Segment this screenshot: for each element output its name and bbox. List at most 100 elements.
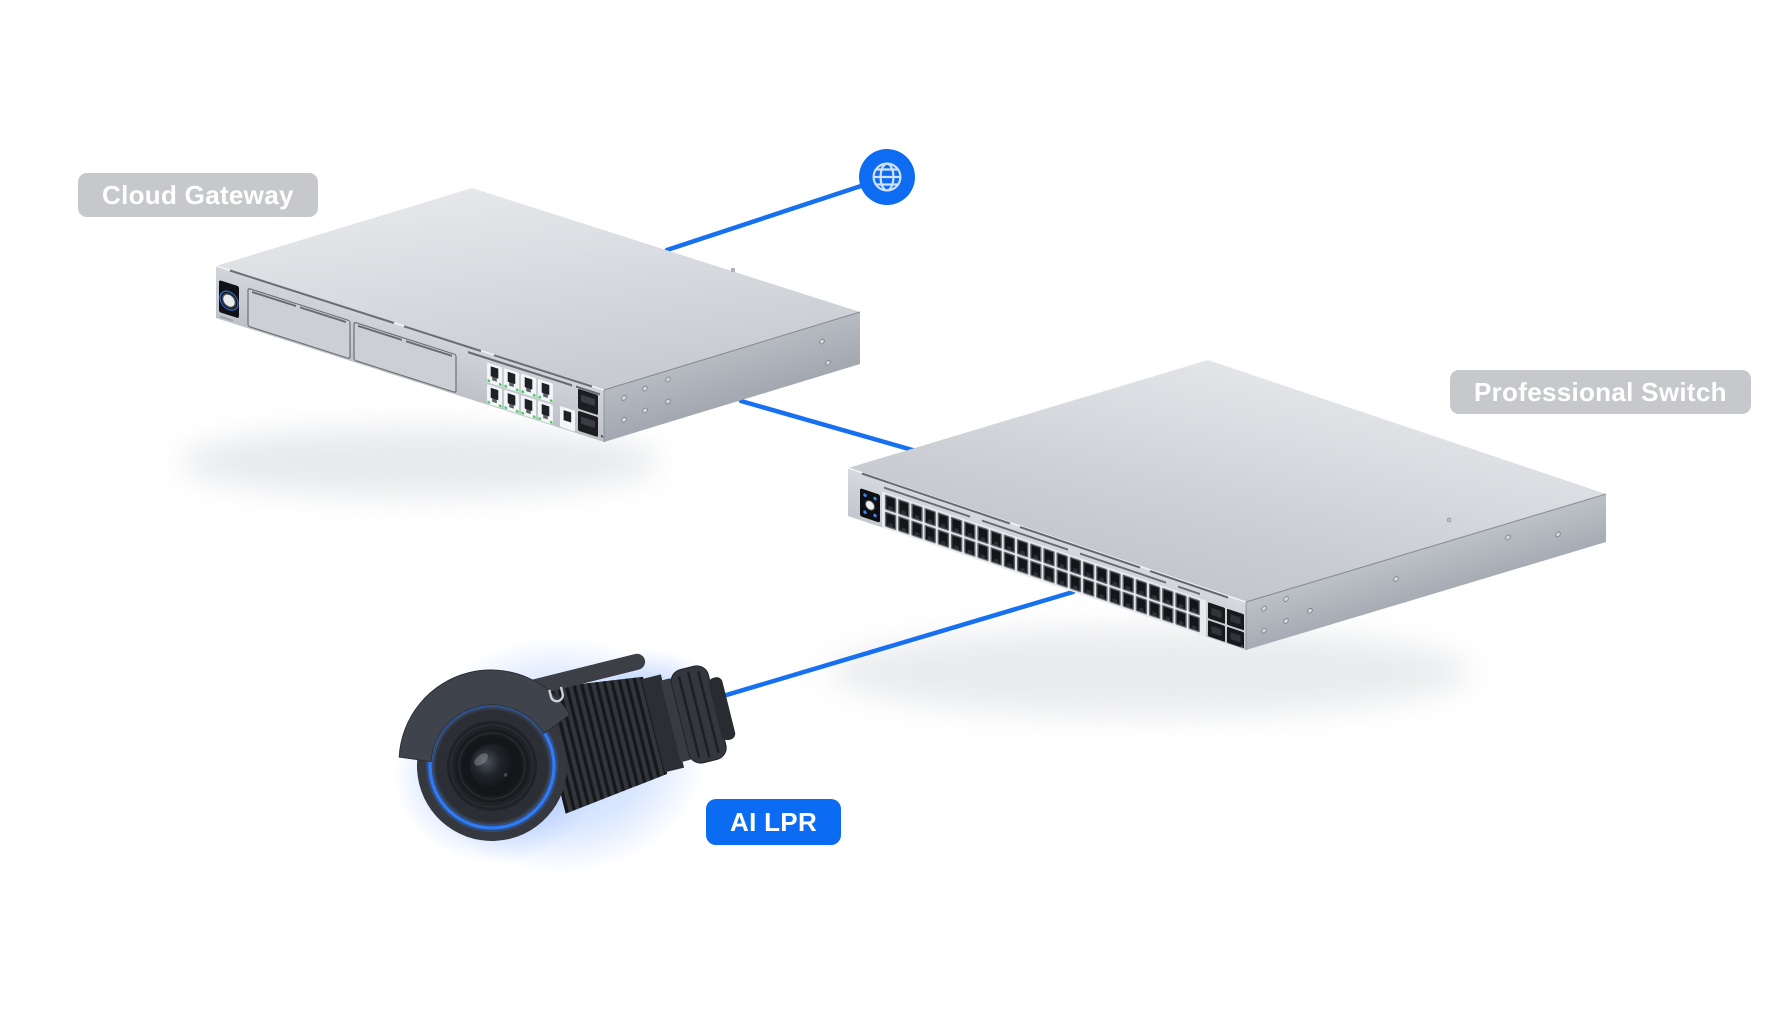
sfp-slot bbox=[1211, 625, 1222, 637]
lens-glint bbox=[503, 773, 508, 777]
reset-pinhole bbox=[1240, 645, 1244, 648]
sfp-slot bbox=[581, 416, 595, 429]
lens-ring-line bbox=[458, 732, 526, 800]
switch-front-face bbox=[848, 468, 1246, 651]
drive-bay-groove bbox=[358, 324, 402, 341]
vent-groove bbox=[884, 486, 1200, 596]
switch-side-screws bbox=[1261, 531, 1561, 634]
screw-hole bbox=[1261, 605, 1267, 612]
vent-groove bbox=[1149, 570, 1229, 599]
screw-hole bbox=[1283, 618, 1289, 624]
reset-pinhole bbox=[600, 435, 604, 438]
gateway-top-grooves bbox=[229, 269, 593, 388]
sfp-slot bbox=[581, 394, 595, 407]
screw-hole bbox=[665, 398, 671, 405]
vent-groove bbox=[229, 269, 395, 324]
sfp-slot bbox=[1230, 614, 1241, 625]
switch-side-face bbox=[1246, 493, 1606, 650]
drive-bay-groove bbox=[300, 306, 346, 324]
nut-notch bbox=[697, 670, 720, 754]
screw-hole bbox=[1505, 534, 1511, 541]
vent-groove bbox=[576, 385, 600, 396]
screw-hole bbox=[1261, 627, 1267, 634]
vent-groove bbox=[468, 351, 572, 387]
screw-hole bbox=[642, 407, 648, 414]
camera-body bbox=[398, 653, 736, 841]
screw-hole bbox=[1555, 531, 1561, 538]
device-shadows bbox=[180, 428, 1470, 716]
camera-lens-glass bbox=[470, 744, 514, 788]
screw-hole bbox=[825, 359, 831, 366]
gateway-display-ring bbox=[219, 290, 239, 311]
ai-lpr-camera-device bbox=[360, 597, 755, 913]
switch-display-button bbox=[865, 500, 875, 511]
camera-mount-tip bbox=[708, 677, 736, 741]
camera-top-ridge bbox=[526, 653, 646, 696]
vent-groove bbox=[403, 325, 482, 352]
gateway-top-face bbox=[216, 188, 860, 390]
camera-neck bbox=[641, 674, 685, 773]
gateway-side-panel bbox=[604, 311, 860, 442]
lens-ring-line bbox=[450, 724, 534, 808]
led-dot bbox=[873, 513, 877, 518]
gateway-side-face bbox=[604, 311, 860, 442]
switch-sfp-ports bbox=[1208, 602, 1244, 649]
drive-bay-groove bbox=[406, 340, 452, 357]
screw-hole bbox=[642, 385, 648, 392]
screw-hole bbox=[730, 267, 736, 273]
label-ai-lpr: AI LPR bbox=[706, 799, 842, 845]
gateway-display-caption bbox=[220, 315, 233, 322]
gateway-display-button bbox=[221, 293, 237, 309]
screw-hole bbox=[665, 376, 671, 383]
ubiquiti-logo bbox=[548, 686, 564, 703]
vent-groove bbox=[861, 472, 1011, 525]
screw-hole bbox=[819, 338, 825, 345]
led-dot bbox=[863, 493, 867, 498]
edge-line bbox=[603, 311, 861, 391]
sfp-slot bbox=[1230, 632, 1241, 643]
label-cloud-gateway: Cloud Gateway bbox=[78, 173, 318, 217]
switch-top-face bbox=[848, 360, 1606, 602]
drive-bay-groove bbox=[252, 291, 296, 308]
professional-switch-device bbox=[847, 360, 1607, 651]
screw-hole bbox=[1446, 517, 1452, 523]
switch-shadow bbox=[830, 628, 1470, 716]
gateway-wan-port-slot bbox=[563, 410, 572, 423]
led-dot bbox=[873, 496, 877, 501]
connection-gateway-internet bbox=[664, 183, 864, 253]
connections bbox=[664, 183, 1076, 702]
screw-hole bbox=[1393, 576, 1399, 582]
gateway-shadow bbox=[180, 428, 660, 496]
led-dot bbox=[863, 510, 867, 515]
gateway-lan-ports bbox=[486, 361, 554, 426]
switch-top-grooves bbox=[861, 472, 1229, 599]
mount-nut-notches bbox=[677, 670, 720, 758]
nut-notch bbox=[686, 671, 711, 758]
switch-port-grid bbox=[884, 493, 1201, 634]
camera-hood bbox=[398, 669, 571, 763]
vent-groove bbox=[1019, 526, 1141, 569]
edge-line bbox=[1245, 493, 1607, 603]
globe-icon bbox=[872, 162, 902, 192]
gateway-front-face bbox=[216, 266, 604, 442]
gateway-drive-bay bbox=[247, 288, 351, 359]
switch-side-panel bbox=[1246, 493, 1606, 650]
gateway-drive-bay bbox=[353, 322, 457, 393]
switch-display-leds bbox=[863, 493, 877, 518]
connection-gateway-switch bbox=[738, 398, 919, 454]
screw-hole bbox=[1283, 596, 1289, 602]
cloud-gateway-device bbox=[215, 188, 861, 442]
camera-collar bbox=[661, 678, 692, 762]
gateway-side-screws bbox=[621, 338, 831, 423]
sfp-slot bbox=[1211, 607, 1222, 619]
internet-node bbox=[859, 149, 915, 205]
label-professional-switch: Professional Switch bbox=[1450, 370, 1751, 414]
vent-groove bbox=[493, 354, 593, 388]
lens-highlight bbox=[474, 753, 488, 766]
screw-hole bbox=[621, 395, 627, 401]
screw-hole bbox=[621, 417, 627, 423]
connection-switch-camera bbox=[710, 589, 1076, 702]
nut-notch bbox=[677, 675, 701, 758]
